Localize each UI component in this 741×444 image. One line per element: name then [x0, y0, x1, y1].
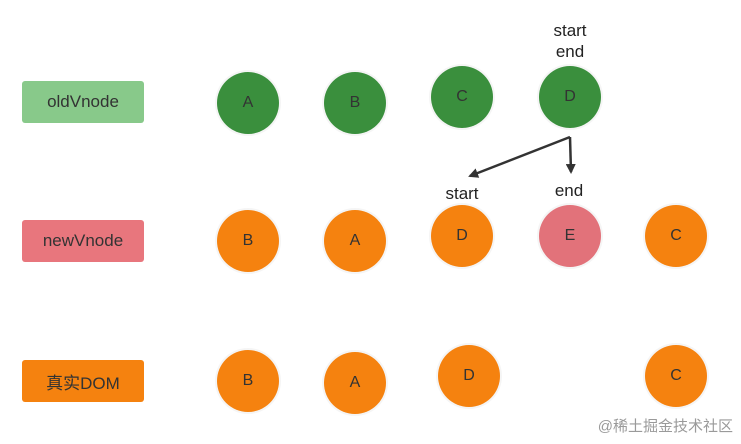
old-node: C — [431, 66, 493, 128]
new-end-pointer-label: end — [554, 181, 584, 200]
dom-node: D — [438, 345, 500, 407]
new-node: D — [431, 205, 493, 267]
new-node: C — [645, 205, 707, 267]
new-start-pointer-label: start — [445, 184, 479, 203]
new-node: A — [324, 210, 386, 272]
old-node: A — [217, 72, 279, 134]
old-node: D — [539, 66, 601, 128]
arrow-d-to-start — [468, 135, 571, 178]
new-node-highlighted: E — [539, 205, 601, 267]
row-label-real-dom: 真实DOM — [22, 360, 144, 402]
old-start-pointer-label: start — [553, 21, 587, 40]
watermark: @稀土掘金技术社区 — [597, 418, 733, 435]
old-node: B — [324, 72, 386, 134]
arrow-d-to-end — [565, 136, 576, 174]
dom-node: A — [324, 352, 386, 414]
old-end-pointer-label: end — [555, 42, 585, 61]
new-node: B — [217, 210, 279, 272]
dom-node: C — [645, 345, 707, 407]
dom-node: B — [217, 350, 279, 412]
row-label-newvnode: newVnode — [22, 220, 144, 262]
row-label-oldvnode: oldVnode — [22, 81, 144, 123]
